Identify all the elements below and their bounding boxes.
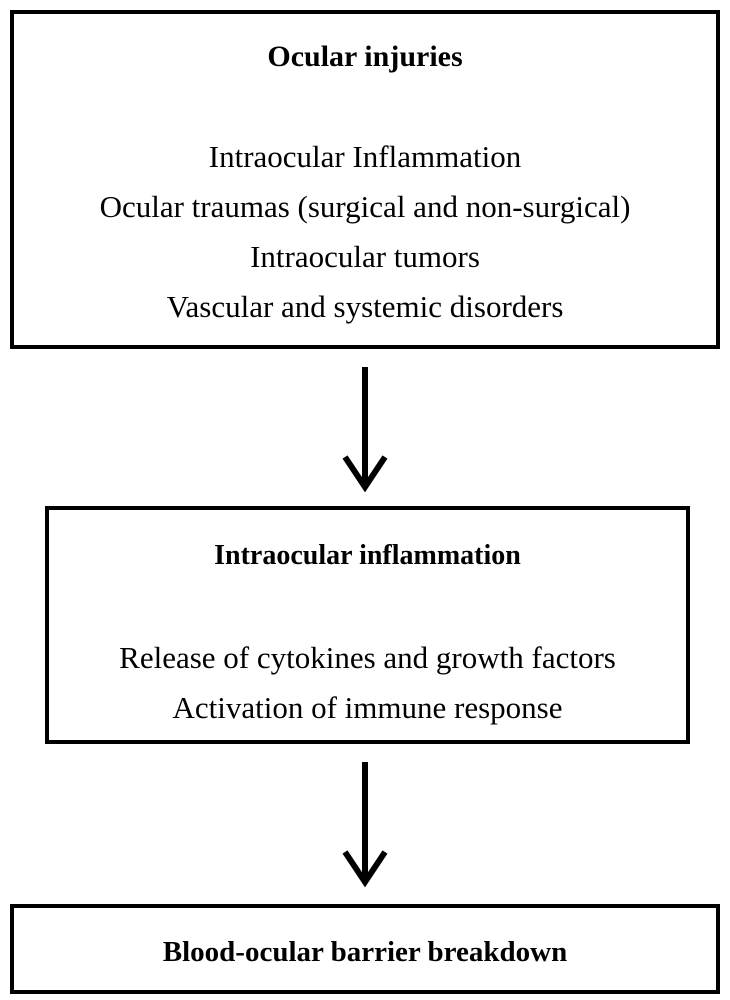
ocular-injuries-title: Ocular injuries (267, 40, 463, 73)
ocular-injuries-box: Ocular injuries Intraocular Inflammation… (10, 10, 720, 349)
blood-ocular-barrier-box: Blood-ocular barrier breakdown (10, 904, 720, 994)
item-vascular-systemic-disorders: Vascular and systemic disorders (166, 289, 564, 324)
item-intraocular-inflammation: Intraocular Inflammation (208, 139, 522, 174)
item-intraocular-tumors: Intraocular tumors (250, 239, 480, 274)
item-ocular-traumas: Ocular traumas (surgical and non-surgica… (99, 189, 631, 224)
intraocular-inflammation-title: Intraocular inflammation (214, 540, 521, 571)
down-arrow-1 (342, 367, 388, 493)
down-arrow-2 (342, 762, 388, 888)
intraocular-inflammation-box: Intraocular inflammation Release of cyto… (45, 506, 690, 744)
item-release-cytokines: Release of cytokines and growth factors (119, 640, 616, 675)
item-activation-immune-response: Activation of immune response (172, 690, 563, 725)
blood-ocular-barrier-title: Blood-ocular barrier breakdown (162, 936, 568, 968)
